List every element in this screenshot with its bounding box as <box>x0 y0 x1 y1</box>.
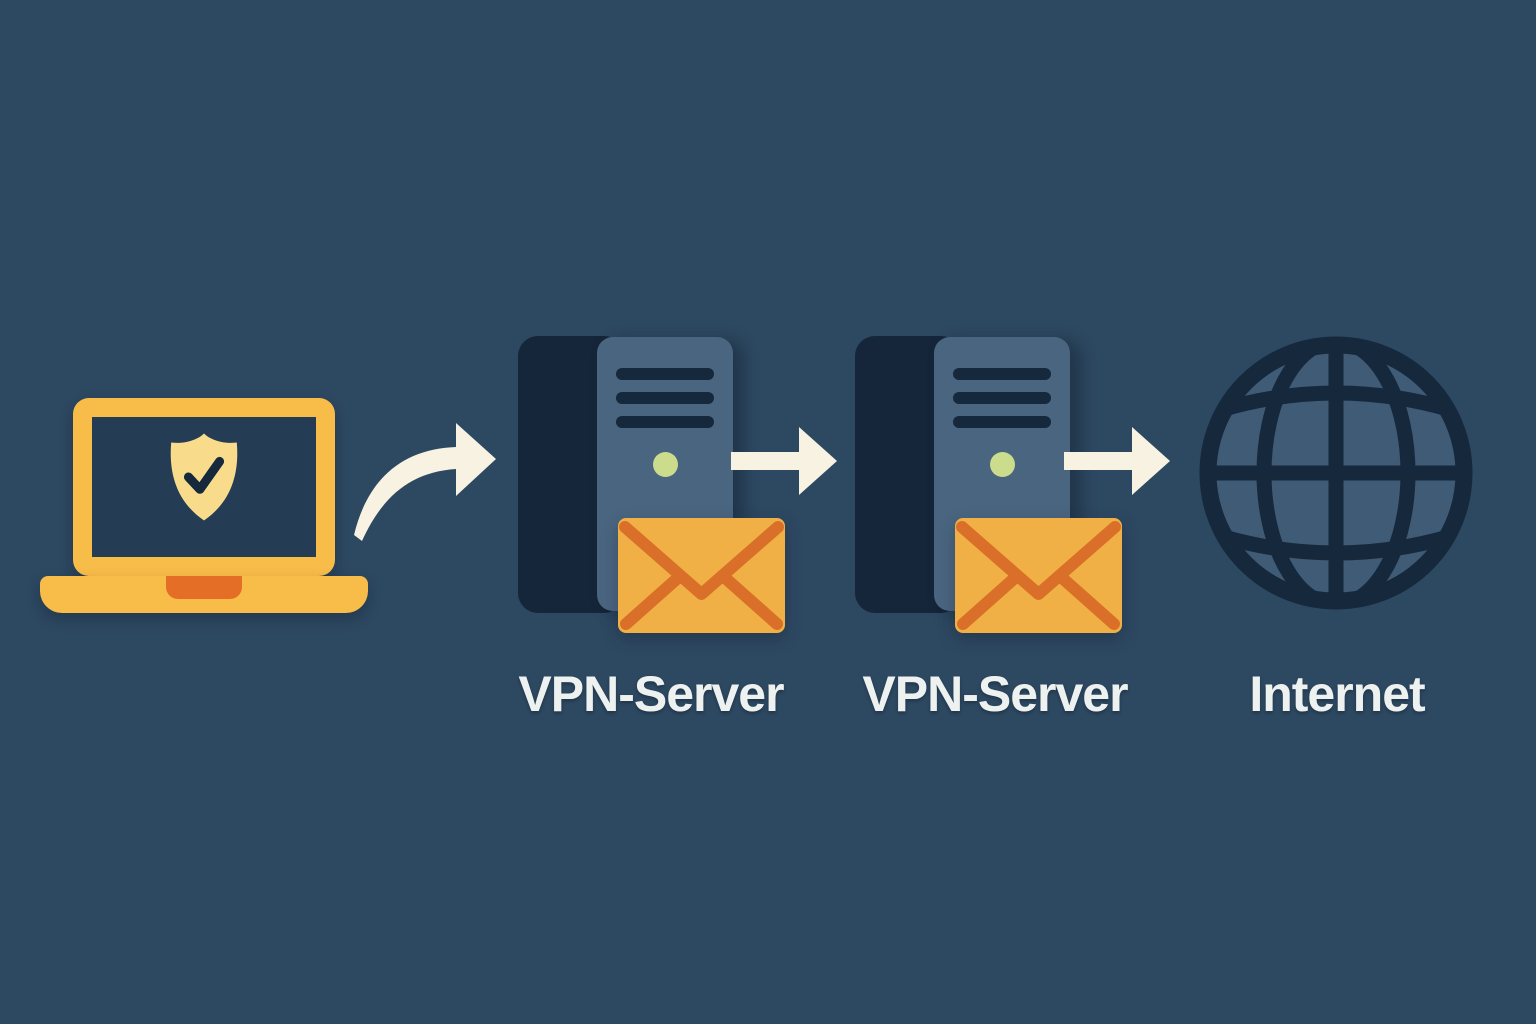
envelope-icon <box>618 518 785 633</box>
server-vent-bar <box>616 368 714 380</box>
server-vent-bar <box>953 368 1051 380</box>
vpn-server-1-label: VPN-Server <box>518 666 784 722</box>
server-led-light <box>653 452 678 477</box>
curved-arrow-icon <box>354 423 496 541</box>
globe-icon <box>1199 336 1473 610</box>
laptop-notch <box>166 576 242 599</box>
straight-arrow-icon <box>731 427 837 495</box>
server-led-light <box>990 452 1015 477</box>
server-vent-bar <box>953 392 1051 404</box>
server-vent-bar <box>616 392 714 404</box>
laptop-base <box>40 576 368 613</box>
internet-label: Internet <box>1249 666 1425 722</box>
server-vent-bar <box>616 416 714 428</box>
envelope-icon <box>955 518 1122 633</box>
straight-arrow-icon <box>1064 427 1170 495</box>
vpn-server-2-label: VPN-Server <box>862 666 1128 722</box>
server-vent-bar <box>953 416 1051 428</box>
laptop-screen <box>73 398 335 576</box>
shield-check-icon <box>170 433 238 521</box>
